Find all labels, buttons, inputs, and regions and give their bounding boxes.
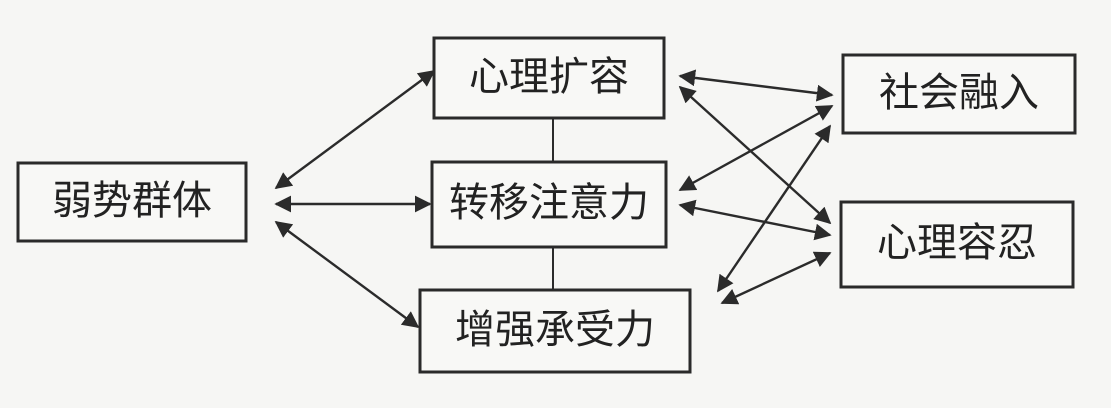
node-social-integration: 社会融入 xyxy=(841,53,1077,135)
node-psychological-endurance-label: 心理容忍 xyxy=(877,220,1037,266)
node-psychological-expansion-label: 心理扩容 xyxy=(469,54,629,100)
arrow-source-to-expand xyxy=(274,70,436,189)
node-vulnerable-group: 弱势群体 xyxy=(16,161,248,243)
arrow-attention-to-endurance xyxy=(678,199,832,241)
node-shift-attention-label: 转移注意力 xyxy=(449,180,649,226)
arrow-source-to-tolerance xyxy=(274,221,420,328)
node-shift-attention: 转移注意力 xyxy=(430,160,668,249)
arrow-attention-to-integration xyxy=(678,104,834,192)
node-psychological-endurance: 心理容忍 xyxy=(839,200,1075,289)
node-social-integration-label: 社会融入 xyxy=(879,70,1039,116)
node-increase-tolerance: 增强承受力 xyxy=(418,288,692,374)
node-vulnerable-group-label: 弱势群体 xyxy=(52,178,212,224)
arrow-tolerance-to-endurance xyxy=(720,251,832,305)
arrow-expand-to-endurance xyxy=(678,85,832,225)
arrow-expand-to-integration xyxy=(678,69,834,102)
node-increase-tolerance-label: 增强承受力 xyxy=(455,307,655,353)
node-psychological-expansion: 心理扩容 xyxy=(432,36,666,120)
